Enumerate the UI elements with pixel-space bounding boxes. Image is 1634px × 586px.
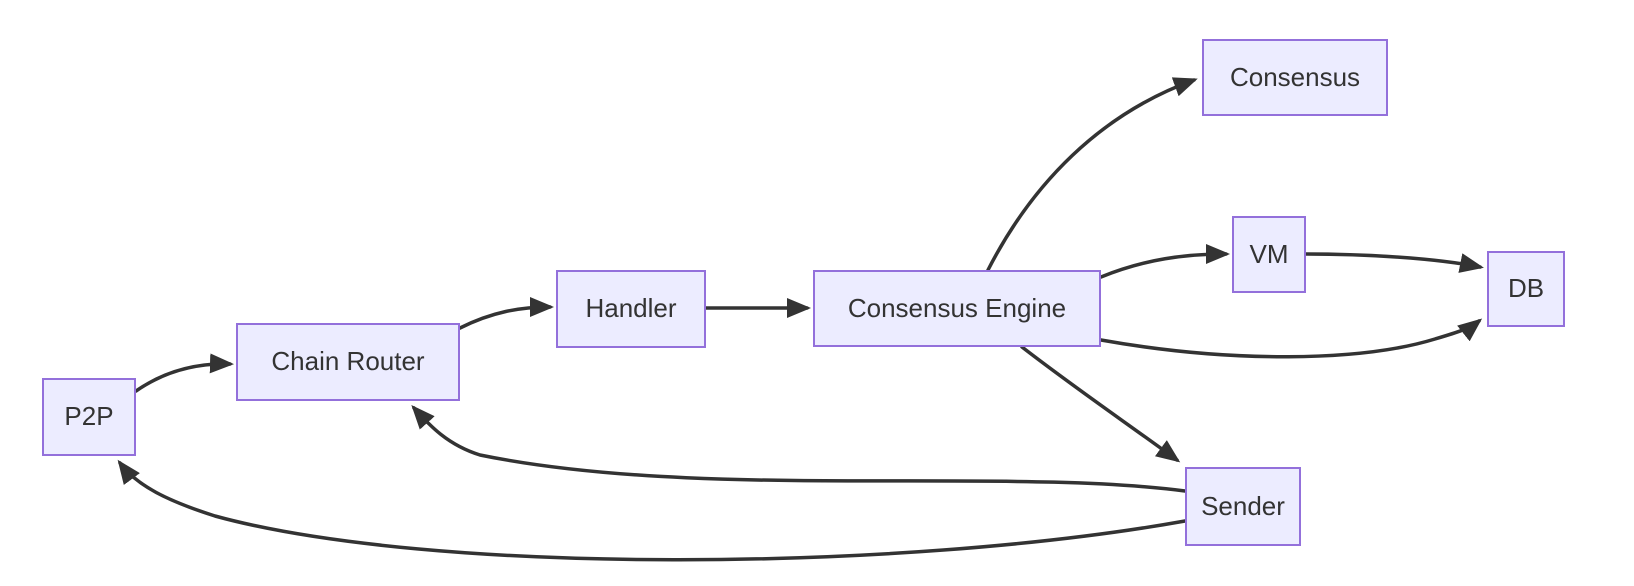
node-handler: Handler: [556, 270, 706, 348]
node-sender: Sender: [1185, 467, 1301, 546]
node-p2p: P2P: [42, 378, 136, 456]
node-vm-label: VM: [1249, 238, 1289, 269]
node-chain-router-label: Chain Router: [271, 346, 425, 377]
node-db-label: DB: [1507, 273, 1545, 304]
edge-consensus-engine-to-db: [1099, 318, 1483, 359]
edge-consensus-engine-to-consensus: [986, 77, 1198, 272]
node-consensus-label: Consensus: [1229, 61, 1361, 92]
edge-consensus-engine-to-vm: [1099, 244, 1230, 279]
node-handler-label: Handler: [585, 293, 677, 324]
edge-consensus-engine-to-sender: [1020, 345, 1181, 463]
node-vm: VM: [1232, 216, 1306, 293]
edge-p2p-to-chain-router: [134, 353, 234, 393]
node-consensus: Consensus: [1202, 39, 1388, 116]
edge-vm-to-db: [1304, 252, 1484, 273]
edge-chain-router-to-handler: [458, 297, 554, 330]
node-p2p-label: P2P: [64, 401, 114, 432]
node-db: DB: [1487, 251, 1565, 327]
edge-sender-to-chain-router: [411, 405, 1187, 493]
node-consensus-engine-label: Consensus Engine: [847, 292, 1067, 323]
node-sender-label: Sender: [1201, 490, 1285, 521]
edge-sender-to-p2p: [117, 459, 1187, 562]
node-chain-router: Chain Router: [236, 323, 460, 401]
node-consensus-engine: Consensus Engine: [813, 270, 1101, 347]
